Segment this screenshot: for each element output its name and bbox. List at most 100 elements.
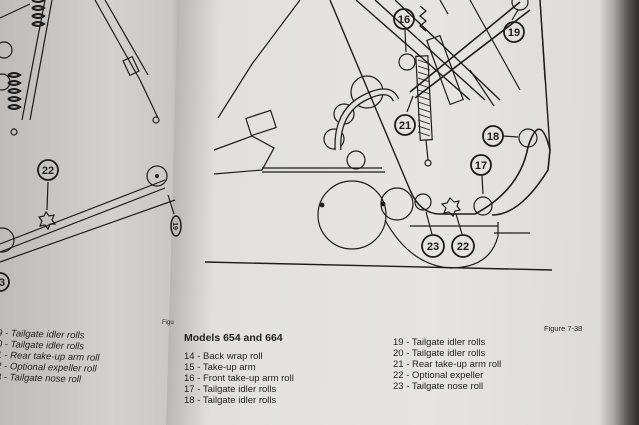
legend-column-1: 14 - Back wrap roll 15 - Take-up arm 16 …: [184, 351, 294, 406]
nose-roll-23: [414, 193, 432, 211]
left-diagram: 22 19 3: [0, 0, 182, 292]
leader-arrow: [511, 9, 519, 21]
legend-item: 19 - Tailgate idler rolls: [393, 337, 486, 348]
front-take-up-roll: [398, 53, 416, 71]
pivot: [10, 128, 18, 136]
spring: [7, 72, 22, 110]
legend-item: 15 - Take-up arm: [184, 362, 256, 373]
callout-circle: [470, 154, 492, 176]
callout-circle: [503, 21, 525, 43]
spring-coils: [417, 59, 431, 137]
leader-arrow: [481, 175, 484, 195]
spring-anchor: [424, 159, 432, 167]
hydraulic-cylinder: [426, 34, 464, 106]
section-heading: Models 654 and 664: [184, 332, 283, 344]
belt-line: [0, 187, 166, 253]
callout-19-left: 19: [171, 222, 178, 230]
callout-circle: [394, 114, 416, 136]
belt-run: [439, 0, 449, 15]
leader-arrow: [425, 211, 433, 235]
belt-run: [329, 0, 411, 191]
callout-21: 21: [399, 120, 411, 132]
callout-circle: [421, 234, 445, 258]
pivot: [0, 41, 13, 59]
right-diagram: 16 19 21 18 17 23 22: [204, 0, 553, 271]
frame-outline: [213, 135, 275, 175]
cylinder-line: [104, 0, 149, 76]
chamber-roll: [317, 180, 387, 250]
callout-circle: [0, 272, 10, 292]
cylinder-line: [94, 0, 141, 81]
legend-column-2: 19 - Tailgate idler rolls 20 - Tailgate …: [393, 337, 501, 392]
strut-line: [21, 0, 46, 121]
frame-outline: [217, 0, 301, 119]
pivot: [0, 73, 11, 91]
legend-item: 22 - Optional expeller: [393, 370, 484, 381]
legend-item: 14 - Back wrap roll: [184, 351, 263, 362]
roll-hub: [154, 173, 160, 179]
callout-circle: [393, 8, 415, 30]
legend-item: 20 - Tailgate idler rolls: [393, 348, 486, 359]
legend-item: 16 - Front take-up arm roll: [184, 373, 294, 384]
cylinder-rod: [469, 69, 495, 107]
legend-item: 23 - Tailgate nose roll: [393, 381, 484, 392]
callout-3-left: 3: [0, 277, 5, 289]
chamber-roll: [380, 187, 414, 221]
callout-circle: [451, 234, 475, 258]
callout-circle: [482, 125, 504, 147]
callout-17: 17: [475, 160, 487, 172]
legend-item: 18 - Tailgate idler rolls: [184, 395, 277, 406]
rod-end: [152, 116, 160, 124]
ground-line: [204, 261, 553, 271]
cylinder-rod: [139, 79, 159, 119]
tailgate-curve: [384, 219, 499, 269]
callout-22: 22: [457, 241, 469, 253]
left-figure-label: Figu: [162, 320, 174, 326]
leader-arrow: [404, 29, 407, 53]
callout-circle: [37, 159, 59, 181]
strut-line: [29, 0, 53, 121]
leader-arrow: [455, 213, 463, 235]
leader-line: [46, 181, 49, 211]
left-legend: 19 - Tailgate idler rolls 20 - Tailgate …: [0, 328, 100, 386]
leader-arrow: [406, 95, 414, 113]
page-stack-edge: [600, 0, 639, 425]
chamber-roll: [323, 128, 345, 150]
callout-16: 16: [398, 14, 410, 26]
take-up-arm: [414, 9, 531, 99]
callout-18: 18: [487, 131, 499, 143]
callout-19: 19: [508, 27, 520, 39]
belt-run: [355, 0, 471, 101]
belt-loop: [409, 128, 551, 216]
spring-rod: [425, 139, 429, 161]
frame-line: [0, 3, 31, 19]
legend-item: 21 - Rear take-up arm roll: [393, 359, 502, 370]
chamber-roll: [346, 150, 366, 170]
spring-body: [415, 55, 433, 141]
chain: [418, 5, 428, 32]
belt-run: [539, 0, 546, 81]
figure-label: Figure 7-38: [544, 324, 583, 333]
roll-hub: [380, 201, 386, 207]
belt-line: [0, 199, 176, 263]
idler-roll: [146, 165, 168, 187]
leader-line: [167, 194, 175, 215]
expeller-star: [37, 210, 57, 231]
idler-roll-17: [473, 196, 493, 216]
callout-circle: [170, 215, 182, 237]
starter-arm-inner: [335, 89, 399, 151]
callout-22-left: 22: [42, 165, 54, 177]
legend-item: 17 - Tailgate idler rolls: [184, 384, 277, 395]
spring: [31, 0, 46, 27]
nose-roll: [0, 227, 15, 253]
belt-run: [469, 0, 521, 91]
belt-line: [0, 179, 166, 245]
frame-block: [245, 109, 277, 137]
leader-arrow: [502, 135, 519, 138]
callout-23: 23: [427, 241, 439, 253]
roll-hub: [319, 202, 325, 208]
belt-run: [394, 0, 501, 101]
expeller-star: [440, 197, 462, 218]
starter-arm: [334, 88, 400, 151]
